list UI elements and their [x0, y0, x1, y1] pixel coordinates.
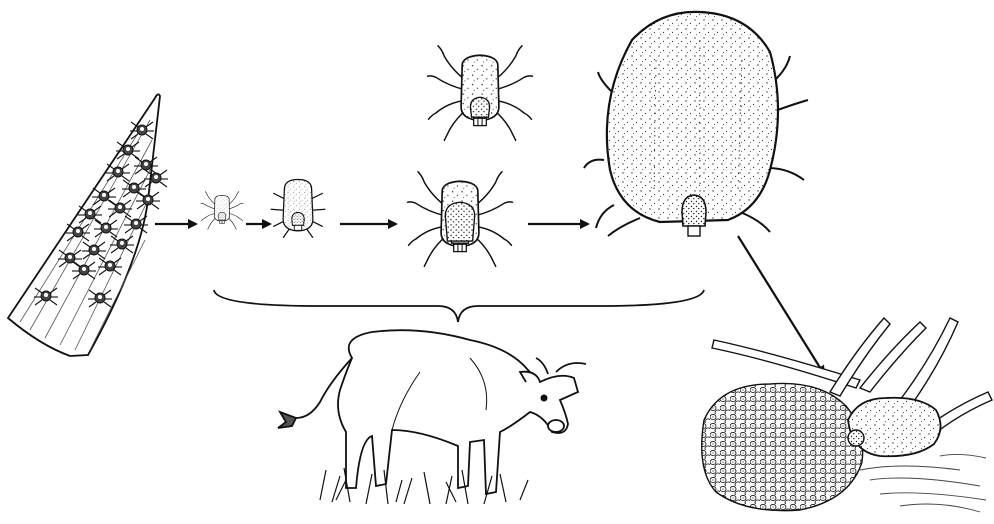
larva-tick — [201, 192, 243, 230]
host-brace — [214, 290, 704, 322]
adult-tick-middle — [408, 172, 513, 266]
adult-tick-top — [428, 46, 533, 141]
engorged-female-tick — [584, 12, 808, 236]
engorged-larva-tick — [271, 179, 326, 237]
larvae-on-grass-blade-illustration — [8, 94, 168, 356]
female-laying-eggs-illustration — [702, 318, 992, 512]
cow-host-illustration — [278, 330, 586, 504]
